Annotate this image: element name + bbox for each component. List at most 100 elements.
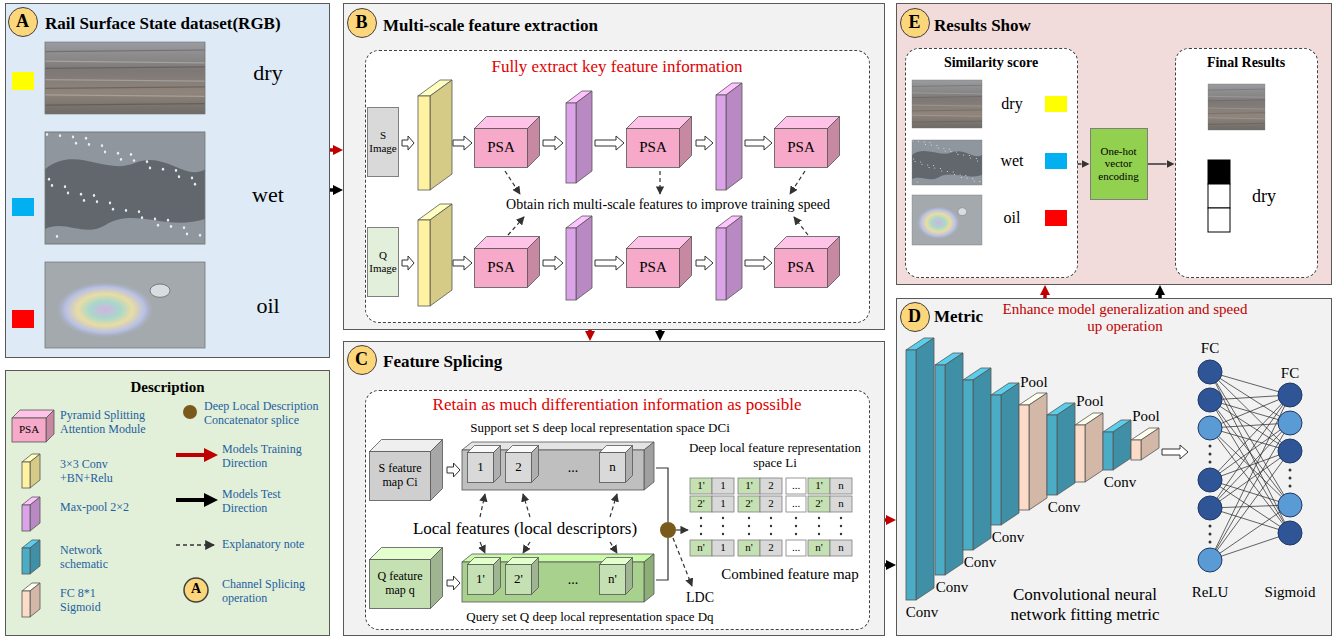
grid-cell [738, 478, 760, 494]
legend-swatch [22, 583, 40, 617]
panel-title: Results Show [934, 16, 1031, 36]
annotation: Combined feature map [710, 566, 870, 583]
hollow-arrow [402, 136, 414, 150]
legend-text: 3×3 Conv +BN+Relu [60, 458, 132, 486]
grid-cell [808, 496, 830, 512]
legend-swatch [176, 545, 214, 546]
hollow-arrow [595, 136, 624, 150]
neuron [1198, 548, 1222, 572]
legend-text: Network schematic [60, 544, 132, 572]
splice-line [656, 468, 668, 522]
note-arrow [480, 542, 485, 553]
neuron [1278, 411, 1302, 435]
panel-ground [343, 341, 885, 636]
layer-sample [22, 497, 40, 531]
feature-cube: PSA [474, 236, 540, 288]
local-descriptor-space [462, 554, 654, 602]
process-box: Q Image [367, 227, 399, 297]
node-label: n' [599, 564, 626, 595]
annotation: dry [238, 60, 298, 85]
legend-swatches [12, 405, 218, 617]
annotation: Pool [1070, 393, 1110, 410]
node-label: A [9, 8, 37, 36]
step-letter: B [347, 8, 377, 38]
fc-link [1210, 423, 1290, 508]
legend-swatch [176, 448, 218, 462]
feature-cube: PSA [774, 236, 840, 288]
ellipsis-dot [722, 525, 724, 527]
neuron [1198, 388, 1222, 412]
conv-layer [418, 204, 452, 306]
panel-title: Description [6, 379, 329, 396]
grid-cell [830, 540, 852, 556]
neuron [1278, 521, 1302, 545]
dashed-group: Similarity score [905, 48, 1078, 278]
feature-cube: PSA [474, 116, 540, 168]
annotation: ... [786, 541, 806, 554]
ellipsis-dot [818, 533, 820, 535]
grid-cell [690, 478, 712, 494]
annotation: n' [738, 541, 760, 554]
panel-ground [343, 3, 885, 330]
ellipsis-dot [795, 525, 797, 527]
hollow-arrow [696, 256, 713, 270]
ellipsis-dot [1209, 445, 1212, 448]
grid-cell [808, 540, 830, 556]
ellipsis-dot [1209, 525, 1212, 528]
rail-photo [912, 195, 982, 245]
annotation: Obtain rich multi-scale features to impr… [458, 197, 878, 213]
hollow-arrow [1162, 445, 1188, 459]
legend-swatch [183, 405, 197, 419]
note-arrow [523, 494, 530, 517]
annotation: A [186, 581, 206, 597]
grid-cell [760, 540, 782, 556]
panel: CS feature map Ci12nQ feature map q1'2'n… [343, 341, 885, 636]
class-color [1045, 153, 1067, 169]
flow-arrow [330, 188, 333, 192]
grid-cell [786, 540, 806, 556]
annotation: Convolutional neural network fitting met… [990, 585, 1180, 624]
node-label: PSA [626, 248, 680, 288]
grid-cell [712, 540, 734, 556]
feature-cube: 2' [505, 557, 539, 595]
annotation: Enhance model generalization and speed u… [1000, 301, 1250, 336]
annotation: PSA [12, 423, 46, 436]
neuron [1278, 493, 1302, 517]
local-descriptor-space [462, 442, 654, 490]
hollow-arrow [745, 136, 772, 150]
hollow-arrow [745, 256, 772, 270]
annotation: 1 [712, 497, 734, 510]
node-label: 2' [505, 564, 532, 595]
conv-layer [1047, 403, 1075, 495]
feature-cube: PSA [626, 236, 692, 288]
annotation: FC [1275, 365, 1305, 382]
annotation: ReLU [1188, 584, 1232, 601]
note-arrow [610, 542, 617, 553]
fc-link [1210, 428, 1290, 505]
class-color [1045, 210, 1067, 226]
pool-layer [1075, 413, 1103, 482]
legend-text: Max-pool 2×2 [60, 501, 132, 515]
grid-cell [786, 478, 806, 494]
group-title: Fully extract key feature information [366, 57, 869, 77]
conv-layer [935, 353, 963, 575]
flow-arrow [885, 518, 886, 522]
dashed-group: S ImagePSAPSAPSAQ ImagePSAPSAPSAFully ex… [365, 50, 870, 323]
legend-text: Deep Local Description Concatenator spli… [204, 400, 328, 428]
pool-layer [716, 216, 742, 300]
ellipsis-dot [1289, 477, 1292, 480]
ellipsis-dot [1209, 533, 1212, 536]
grid-cell [760, 496, 782, 512]
pool-layer [716, 83, 742, 190]
group-title: Retain as much differentiation informati… [366, 395, 869, 415]
rail-photo [45, 262, 205, 348]
legend-text: Explanatory note [222, 538, 328, 552]
legend-swatch [22, 454, 40, 488]
conv-layer [906, 338, 934, 600]
node-label: D [901, 303, 929, 331]
node-label: S Image [368, 108, 398, 176]
annotation: wet [990, 152, 1034, 170]
note-arrow [610, 494, 617, 517]
feature-cube: n [599, 445, 633, 483]
